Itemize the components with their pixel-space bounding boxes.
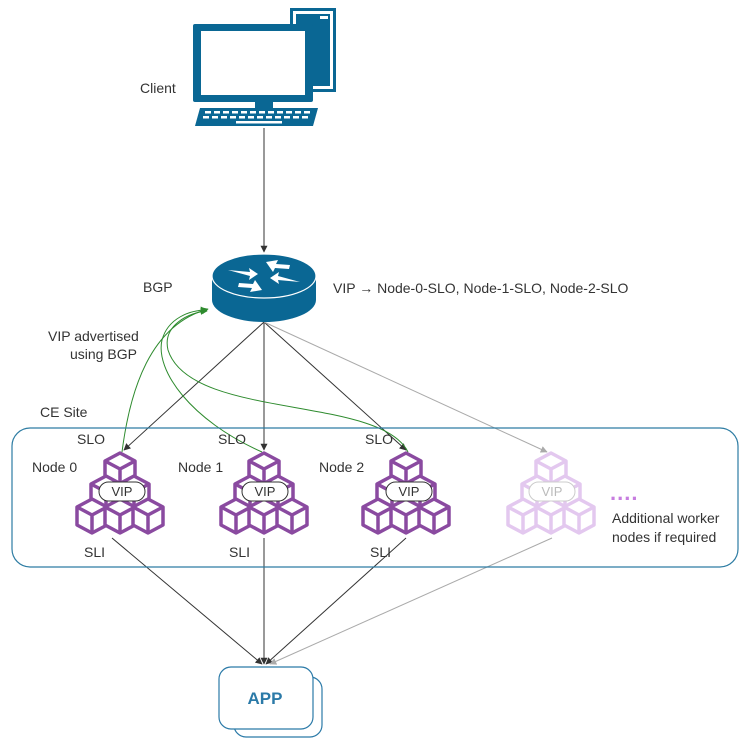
- node-0-vip-label: VIP: [112, 484, 133, 499]
- client-computer-icon: [193, 8, 336, 126]
- connectors: [111, 128, 553, 665]
- app-box: APP: [218, 666, 323, 738]
- app-label: APP: [248, 689, 283, 708]
- advert-label-line1: VIP advertised: [48, 328, 139, 344]
- additional-node-vip-label: VIP: [542, 484, 563, 499]
- node-0-vip-pill: [98, 481, 146, 502]
- router-to-node0-arrow: [123, 321, 265, 451]
- bgp-advert-node2: [166, 307, 409, 453]
- node-1-vip-pill: [241, 481, 289, 502]
- node-1-label: Node 1: [178, 459, 223, 475]
- node2-to-app-arrow: [265, 537, 407, 665]
- node-0-label: Node 0: [32, 459, 77, 475]
- router-to-node2-arrow: [263, 321, 407, 451]
- router-icon: [211, 253, 317, 322]
- node-0: SLO Node 0 VIP SLI: [32, 431, 165, 560]
- node-2-label: Node 2: [319, 459, 364, 475]
- ce-site-label: CE Site: [40, 404, 88, 420]
- router-to-extra-node-arrow: [263, 321, 548, 453]
- node-1-sli-label: SLI: [229, 544, 250, 560]
- node-1-vip-label: VIP: [255, 484, 276, 499]
- node-2-sli-label: SLI: [370, 544, 391, 560]
- additional-nodes-label-line1: Additional worker: [612, 510, 720, 526]
- node-2-vip-label: VIP: [399, 484, 420, 499]
- vip-route-label: VIP → Node-0-SLO, Node-1-SLO, Node-2-SLO: [333, 280, 629, 296]
- node-1-slo-label: SLO: [218, 431, 246, 447]
- bgp-advert-node1: [160, 306, 263, 453]
- bgp-label: BGP: [143, 279, 173, 295]
- more-nodes-dots: ....: [610, 480, 638, 505]
- advert-label-line2: using BGP: [70, 346, 137, 362]
- additional-nodes-label-line2: nodes if required: [612, 529, 716, 545]
- node-2-vip-pill: [385, 481, 433, 502]
- node-1: SLO Node 1 VIP SLI: [178, 431, 309, 560]
- node-2-slo-label: SLO: [365, 431, 393, 447]
- extra-node-to-app-arrow: [269, 537, 553, 665]
- additional-node-vip-pill: [528, 481, 576, 502]
- node-2: SLO Node 2 VIP SLI: [319, 431, 451, 560]
- ce-site-box: [11, 427, 739, 568]
- additional-node: VIP: [506, 451, 596, 535]
- node-0-slo-label: SLO: [77, 431, 105, 447]
- node0-to-app-arrow: [111, 537, 263, 665]
- node-0-sli-label: SLI: [84, 544, 105, 560]
- bgp-advert-node0: [121, 307, 209, 453]
- client-label: Client: [140, 80, 176, 96]
